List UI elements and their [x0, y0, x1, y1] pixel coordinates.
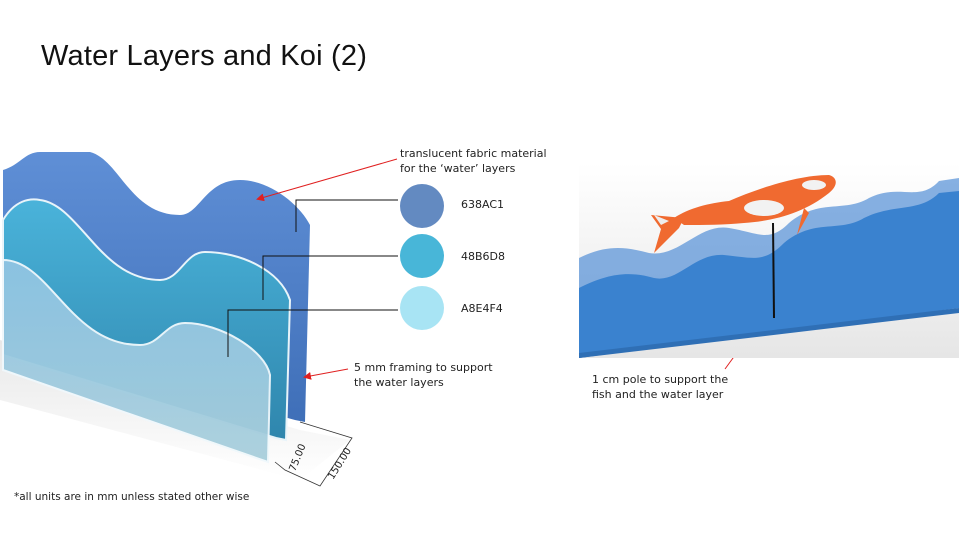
- koi-render: [579, 163, 959, 358]
- pole-label-line1: 1 cm pole to support the: [592, 373, 729, 386]
- swatch-48B6D8: [400, 234, 444, 278]
- framing-arrow: [303, 368, 349, 380]
- fabric-label-line1: translucent fabric material: [400, 147, 547, 160]
- framing-label-line2: the water layers: [354, 376, 444, 389]
- units-footnote: *all units are in mm unless stated other…: [14, 491, 250, 503]
- fabric-label: translucent fabric material for the ‘wat…: [400, 146, 547, 176]
- swatch-code-A8E4F4: A8E4F4: [461, 302, 503, 315]
- pole-label-line2: fish and the water layer: [592, 388, 724, 401]
- framing-label: 5 mm framing to support the water layers: [354, 360, 493, 390]
- leader-line-A8E4F4: [227, 309, 398, 357]
- slide-title: Water Layers and Koi (2): [41, 40, 368, 72]
- swatch-code-638AC1: 638AC1: [461, 198, 505, 211]
- fabric-label-line2: for the ‘water’ layers: [400, 162, 516, 175]
- leader-line-638AC1: [295, 199, 398, 232]
- swatch-code-48B6D8: 48B6D8: [461, 250, 506, 263]
- leader-line-48B6D8: [262, 255, 398, 300]
- fabric-arrow: [256, 158, 398, 202]
- swatch-A8E4F4: [400, 286, 444, 330]
- swatch-638AC1: [400, 184, 444, 228]
- front-water-layer: [2, 258, 272, 464]
- koi-fish-icon: [651, 175, 836, 253]
- pole-label: 1 cm pole to support the fish and the wa…: [592, 372, 728, 402]
- framing-label-line1: 5 mm framing to support: [354, 361, 493, 374]
- support-pole: [772, 222, 775, 319]
- water-layers-illustration: 75.00 150.00: [0, 152, 354, 487]
